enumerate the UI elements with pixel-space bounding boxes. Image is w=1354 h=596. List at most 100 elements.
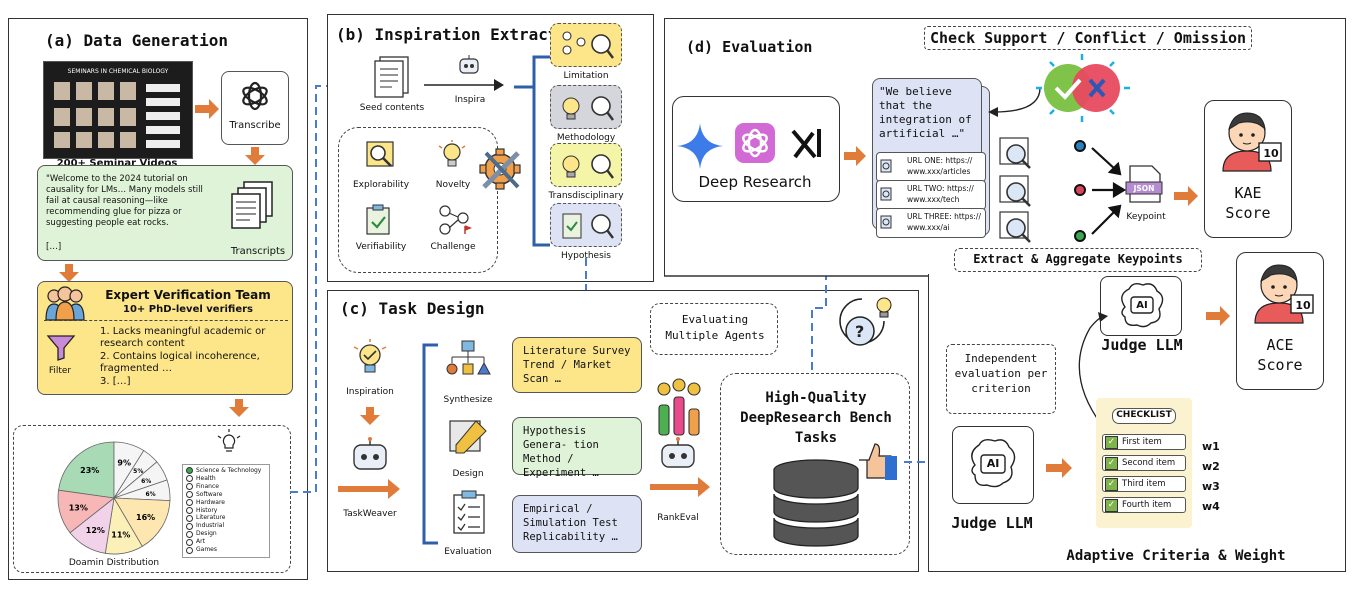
checkbox-checked-icon: ✓	[1105, 435, 1118, 449]
keypoint-arrows	[1074, 140, 1127, 242]
url-card-2: URL TWO: https:// www.xxx/tech	[876, 180, 986, 210]
inspiration-label: Inspiration	[346, 387, 394, 397]
transcript-card: "Welcome to the 2024 tutorial on causali…	[37, 165, 293, 261]
legend-item: Software	[186, 491, 266, 499]
legend-label: Games	[196, 546, 217, 554]
novelty-icon	[438, 140, 466, 167]
legend-swatch	[186, 499, 193, 507]
thumbs-up-icon	[859, 443, 897, 480]
output-hypothesis	[550, 203, 622, 247]
legend-item: Health	[186, 475, 266, 483]
arrow-taskweaver-right	[338, 479, 400, 499]
output-limitation-label: Limitation	[563, 71, 609, 81]
legend-item: Finance	[186, 483, 266, 491]
legend-label: Science & Technology	[196, 467, 262, 474]
checklist-item: ✓Fourth item	[1102, 497, 1186, 513]
arrow-deep-research-right	[844, 146, 866, 166]
legend-item: Literature	[186, 514, 266, 522]
xai-icon	[791, 129, 821, 159]
trait-novelty: Novelty	[435, 180, 471, 190]
ai-label-bottom: AI	[986, 457, 1000, 470]
design-icon	[449, 420, 487, 454]
seminar-title: SEMINARS IN CHEMICAL BIOLOGY	[67, 68, 169, 75]
checklist-item: ✓Third item	[1102, 476, 1186, 492]
arrow-seed-to-inspira	[424, 79, 504, 91]
kae-score-label: KAE Score	[1225, 184, 1271, 222]
legend-swatch	[186, 530, 193, 538]
arrow-judge-to-ace	[1206, 306, 1230, 326]
question-bubble-icon: ?	[839, 297, 892, 346]
seed-contents-label: Seed contents	[359, 103, 425, 113]
transcribe-label: Transcribe	[229, 120, 281, 131]
taskweaver-robot-icon	[353, 437, 387, 470]
url-text-2: URL TWO: https:// www.xxx/tech	[907, 184, 974, 204]
chatgpt-icon	[735, 123, 775, 163]
legend-label: Design	[196, 530, 217, 538]
output-hypothesis-label: Hypothesis	[561, 251, 611, 261]
verifiability-icon	[366, 204, 390, 235]
aggregate-keypoints-label: Extract & Aggregate Keypoints	[973, 252, 1183, 266]
checkbox-checked-icon: ✓	[1105, 498, 1118, 512]
trait-explorability: Explorability	[353, 180, 410, 190]
legend-item: Industrial	[186, 522, 266, 530]
judge-llm-top-label: Judge LLM	[1101, 336, 1183, 354]
explorability-icon	[366, 141, 394, 167]
report-quote: "We believe that the integration of arti…	[879, 85, 972, 140]
challenge-icon	[439, 205, 473, 235]
step-evaluation-label: Evaluation	[444, 547, 492, 557]
legend-swatch	[186, 467, 193, 475]
check-support-label: Check Support / Conflict / Omission	[929, 29, 1247, 47]
url-inspection-icons	[999, 137, 1031, 243]
output-transdisciplinary	[550, 143, 622, 187]
judge-llm-bottom-label: Judge LLM	[951, 514, 1033, 532]
checklist-item: ✓ First item	[1102, 434, 1186, 450]
pie-slice-label: 6%	[141, 478, 151, 485]
rankeval-robot-icon	[661, 437, 695, 468]
arrow-inspiration-down	[360, 407, 380, 425]
panel-inspiration-extract: (b) Inspiration Extract Seed contents In…	[327, 14, 654, 282]
rankeval-label: RankEval	[657, 513, 699, 523]
output-bracket	[514, 55, 550, 247]
filter-item-2: 2. Contains logical incoherence, fragmen…	[100, 351, 260, 374]
weight-3: w3	[1202, 480, 1220, 493]
legend-item: Design	[186, 530, 266, 538]
transcript-ellipsis: […]	[46, 242, 62, 252]
pie-caption: Doamin Distribution	[68, 558, 160, 568]
browser-icon	[880, 187, 892, 201]
step-card-evaluation: Empirical / Simulation Test Replicabilit…	[512, 495, 642, 553]
methodology-icon	[562, 96, 614, 121]
json-label: JSON	[1133, 184, 1155, 193]
legend-swatch	[186, 491, 193, 499]
filter-label: Filter	[48, 366, 72, 376]
url-text-3: URL THREE: https:// www.xxx/ai	[907, 212, 981, 232]
team-title: Expert Verification Team	[105, 288, 271, 302]
ace-score-badge: 10	[1295, 299, 1311, 312]
aggregate-keypoints-box: Extract & Aggregate Keypoints	[954, 248, 1202, 272]
multiple-agents-label: Evaluating Multiple Agents	[665, 313, 765, 342]
inspiration-icon	[353, 339, 387, 373]
kae-score-badge: 10	[1263, 147, 1279, 160]
filter-item-1: 1. Lacks meaningful academic or research…	[100, 326, 266, 349]
hypothesis-icon	[562, 213, 614, 239]
weight-2: w2	[1202, 460, 1220, 473]
legend-swatch	[186, 506, 193, 514]
lightbulb-icon	[217, 429, 241, 452]
pie-slice-label: 13%	[69, 504, 88, 513]
transcribe-box: Transcribe	[221, 71, 289, 145]
legend-item: Hardware	[186, 499, 266, 507]
pie-slice	[113, 497, 171, 547]
legend-swatch	[186, 546, 193, 554]
ai-brain-icon	[1121, 282, 1164, 328]
arrow-seminar-to-transcribe	[195, 99, 219, 119]
legend-label: Health	[196, 474, 216, 482]
check-cross-icon	[1036, 54, 1130, 122]
transcript-quote: "Welcome to the 2024 tutorial on causali…	[46, 174, 203, 228]
legend-item: Games	[186, 546, 266, 554]
trait-verifiability: Verifiability	[355, 242, 407, 252]
gemini-icon	[677, 123, 723, 169]
rankeval-bars-icon	[657, 378, 701, 436]
openai-icon	[242, 81, 268, 111]
checklist-item-label: First item	[1122, 437, 1162, 447]
